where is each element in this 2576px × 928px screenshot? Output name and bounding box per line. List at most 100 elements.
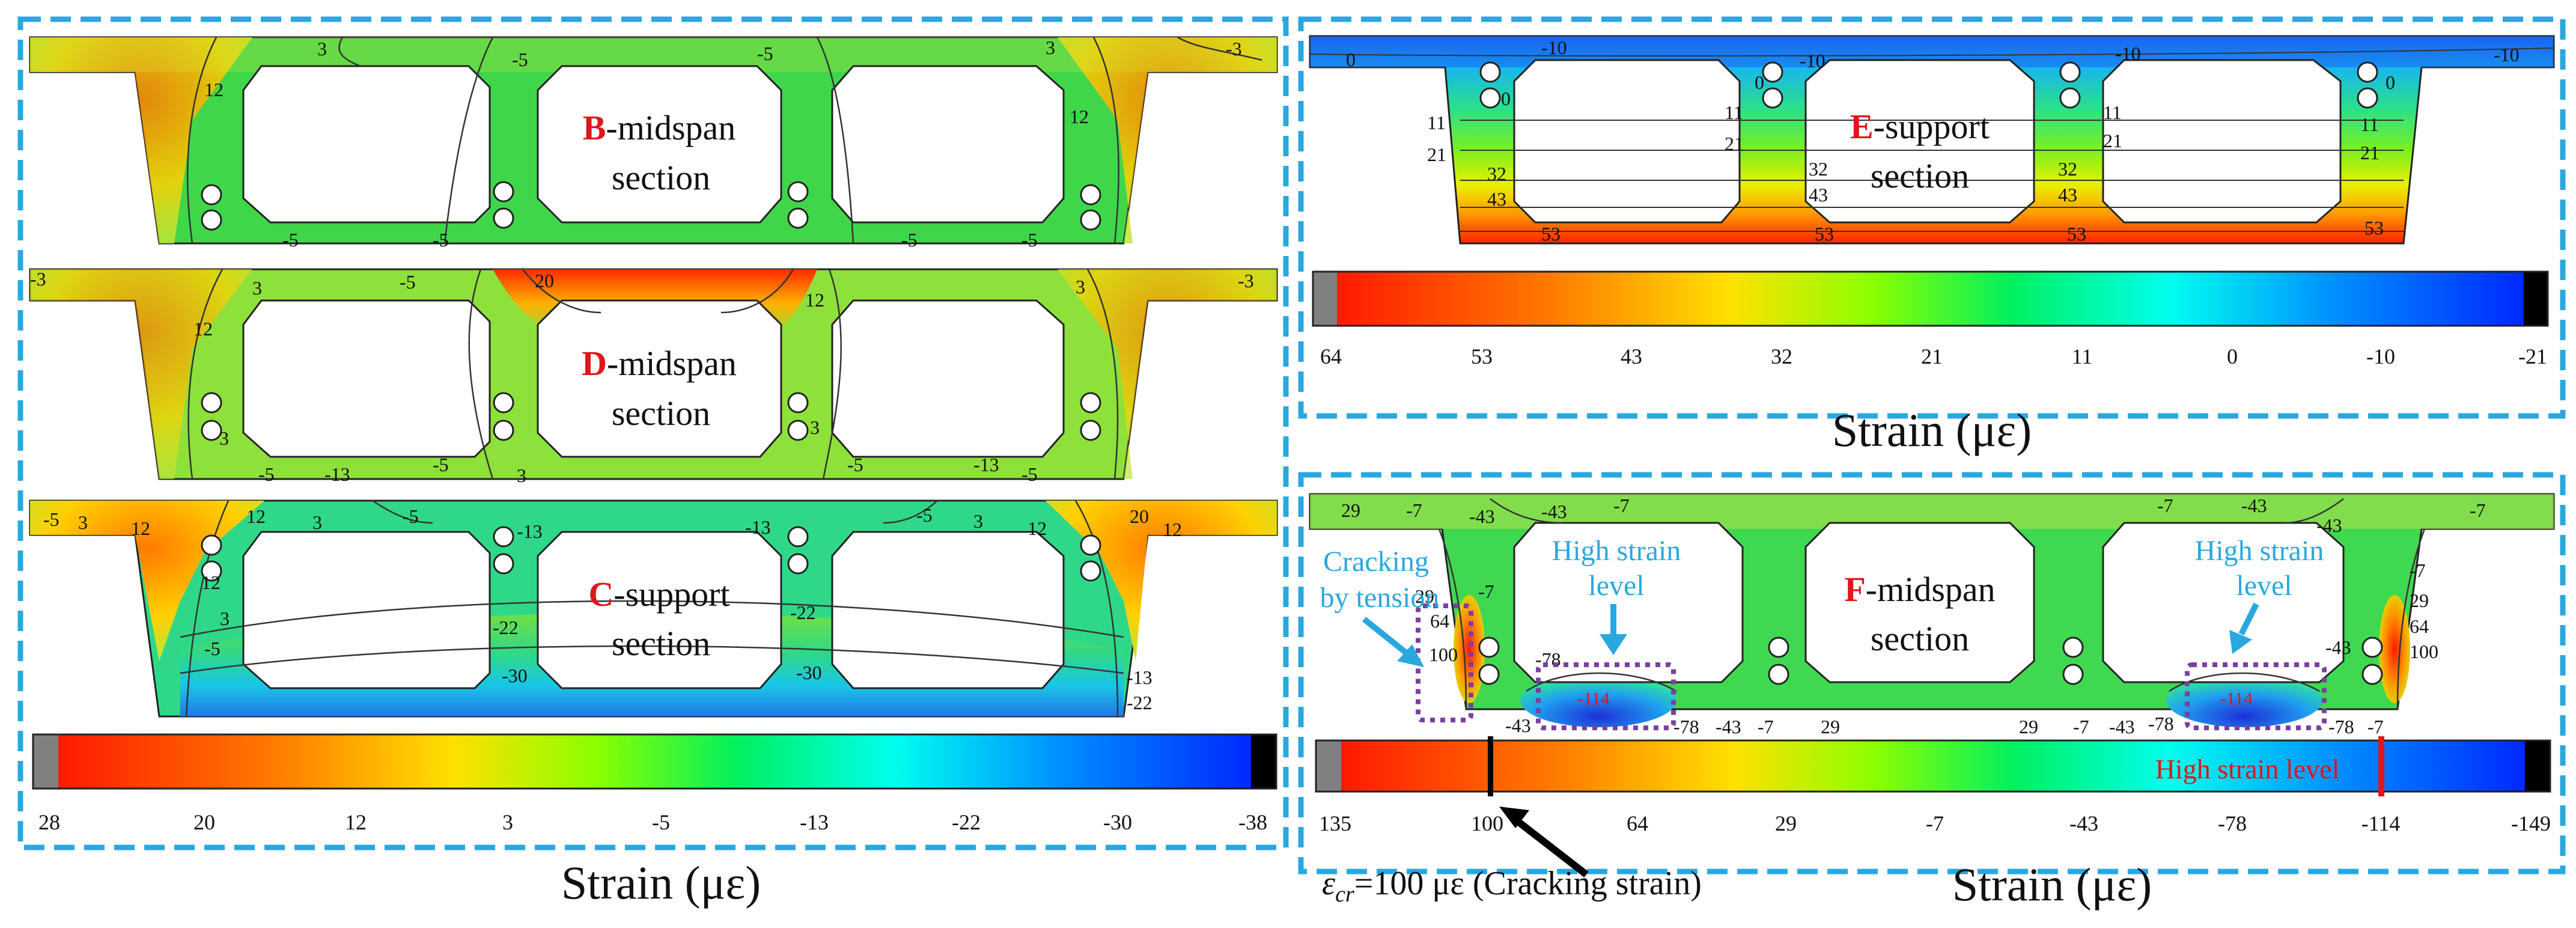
contour-label: -5: [282, 229, 299, 251]
contour-label: 100: [2410, 641, 2438, 662]
colorbar-tick-label: 20: [193, 810, 215, 834]
contour-label: 12: [201, 572, 221, 593]
cracking-arrow: [1362, 617, 1411, 658]
section-c-title: C-support: [588, 575, 729, 614]
contour-label: -5: [847, 454, 863, 475]
contour-label: -78: [2328, 716, 2354, 737]
contour-label: 3: [517, 465, 526, 486]
contour-label: 11: [1725, 102, 1743, 123]
contour-label: -5: [403, 505, 419, 527]
contour-label: -22: [1127, 692, 1153, 713]
contour-label: 21: [2103, 130, 2122, 151]
contour-label: -7: [2367, 716, 2384, 737]
contour-label: 21: [2360, 142, 2380, 163]
contour-label: 0: [1501, 88, 1511, 109]
contour-label: 3: [1076, 276, 1085, 298]
contour-label: -10: [1800, 50, 1825, 72]
contour-label: -13: [973, 454, 999, 475]
section-f-title: F-midspan: [1844, 570, 1995, 609]
colorbar-tick-label: -30: [1103, 810, 1132, 834]
contour-label: -78: [2148, 713, 2174, 734]
contour-label: 53: [2067, 223, 2086, 245]
contour-label: 12: [204, 79, 224, 100]
section-f-contour: 29 -7 -43 -43 -7 -7 -43 -43 -7 -7 29 64 …: [1309, 493, 2555, 737]
high-strain-left-line2: level: [1588, 570, 1644, 602]
contour-label: 43: [2058, 184, 2077, 206]
contour-label: 64: [2410, 615, 2429, 637]
contour-label: 11: [2360, 114, 2379, 135]
contour-label: 43: [1809, 184, 1828, 206]
high-strain-right-line2: level: [2236, 570, 2292, 602]
contour-label: 100: [1429, 644, 1458, 665]
colorbar-tick-label: -10: [2366, 344, 2395, 368]
cracking-strain-arrow: [1512, 816, 1589, 878]
contour-label: -30: [796, 662, 822, 683]
contour-label: -5: [433, 229, 449, 251]
section-b-contour: 12 3 -5 -5 3 -3 12 -5 -5 -5 -5 B-midspan…: [29, 36, 1278, 251]
contour-label: 21: [1427, 144, 1446, 165]
contour-label: 21: [1725, 133, 1744, 154]
colorbar-tick-label: -78: [2218, 811, 2247, 835]
contour-label: -30: [502, 665, 528, 686]
contour-label: 3: [252, 277, 262, 299]
contour-label: 20: [535, 270, 554, 292]
contour-label: 32: [1487, 163, 1506, 185]
contour-label: 29: [1341, 499, 1360, 521]
section-c-subtitle: section: [612, 624, 710, 663]
cracking-annotation-line2: by tension: [1320, 582, 1440, 614]
section-c-contour: -5 3 12 12 3 -5 -13 -13 -5 3 12 20 12 12…: [29, 499, 1278, 718]
contour-label: 3: [810, 417, 820, 438]
contour-label: -5: [512, 49, 528, 70]
colorbar-tick-label: -22: [952, 810, 981, 834]
contour-label: 0: [1755, 72, 1764, 93]
right-top-panel-frame: [1298, 16, 2566, 419]
section-b-title: B-midspan: [583, 108, 736, 147]
contour-label: 3: [78, 511, 88, 533]
contour-label: 12: [193, 318, 213, 340]
colorbar-tick-label: -7: [1926, 811, 1944, 835]
contour-label: -5: [204, 638, 221, 659]
left-colorbar: 28 20 12 3 -5 -13 -22 -30 -38 Strain (με…: [32, 733, 1277, 909]
contour-label: 12: [1028, 517, 1047, 539]
colorbar-tick-label: -5: [652, 810, 670, 834]
section-e-subtitle: section: [1871, 156, 1969, 195]
contour-label: 29: [2410, 590, 2429, 611]
colorbar-tick-label: 21: [1921, 344, 1943, 368]
colorbar-tick-label: 100: [1471, 811, 1503, 835]
contour-label: -5: [1022, 463, 1038, 485]
contour-label: -22: [493, 617, 519, 638]
colorbar-tick-label: 3: [502, 810, 513, 834]
colorbar-label: Strain (με): [1832, 404, 2032, 456]
contour-label: 32: [1809, 158, 1828, 180]
contour-label: -10: [1541, 37, 1567, 58]
right-bottom-panel-frame: [1298, 472, 2566, 875]
contour-label: -10: [2494, 44, 2520, 66]
cracking-strain-marker: [1488, 736, 1493, 796]
section-d-title: D-midspan: [582, 344, 737, 383]
high-strain-right-arrow: [2238, 602, 2259, 636]
colorbar-tick-label: -13: [800, 810, 829, 834]
colorbar-tick-label: 32: [1771, 344, 1792, 368]
contour-label: 3: [973, 510, 983, 532]
colorbar-tick-label: 43: [1621, 344, 1642, 368]
contour-label: -78: [1673, 716, 1699, 737]
contour-label: -5: [43, 508, 59, 530]
contour-label: -43: [2241, 495, 2267, 516]
contour-label: -43: [1541, 501, 1567, 522]
contour-label: -5: [1022, 229, 1038, 251]
cracking-strain-note: εcr=100 με (Cracking strain): [1322, 865, 1702, 907]
contour-label: 20: [1130, 505, 1149, 527]
contour-label: -43: [2325, 636, 2351, 658]
colorbar-tick-label: 53: [1471, 344, 1493, 368]
contour-label: 43: [1487, 188, 1506, 210]
contour-label: -43: [1469, 505, 1495, 527]
contour-label: -7: [1478, 581, 1494, 602]
colorbar-label: Strain (με): [561, 856, 761, 909]
contour-label: -7: [1758, 716, 1774, 737]
left-panel-frame: [17, 16, 1289, 850]
contour-label: -5: [757, 43, 773, 64]
right-bottom-colorbar: High strain level 135 100 64 29 -7 -43 -…: [1315, 736, 2551, 911]
high-strain-marker: [2378, 736, 2384, 796]
right-top-colorbar: 64 53 43 32 21 11 0 -10 -21 Strain (με): [1312, 270, 2549, 456]
high-strain-box-right: [2185, 662, 2327, 730]
